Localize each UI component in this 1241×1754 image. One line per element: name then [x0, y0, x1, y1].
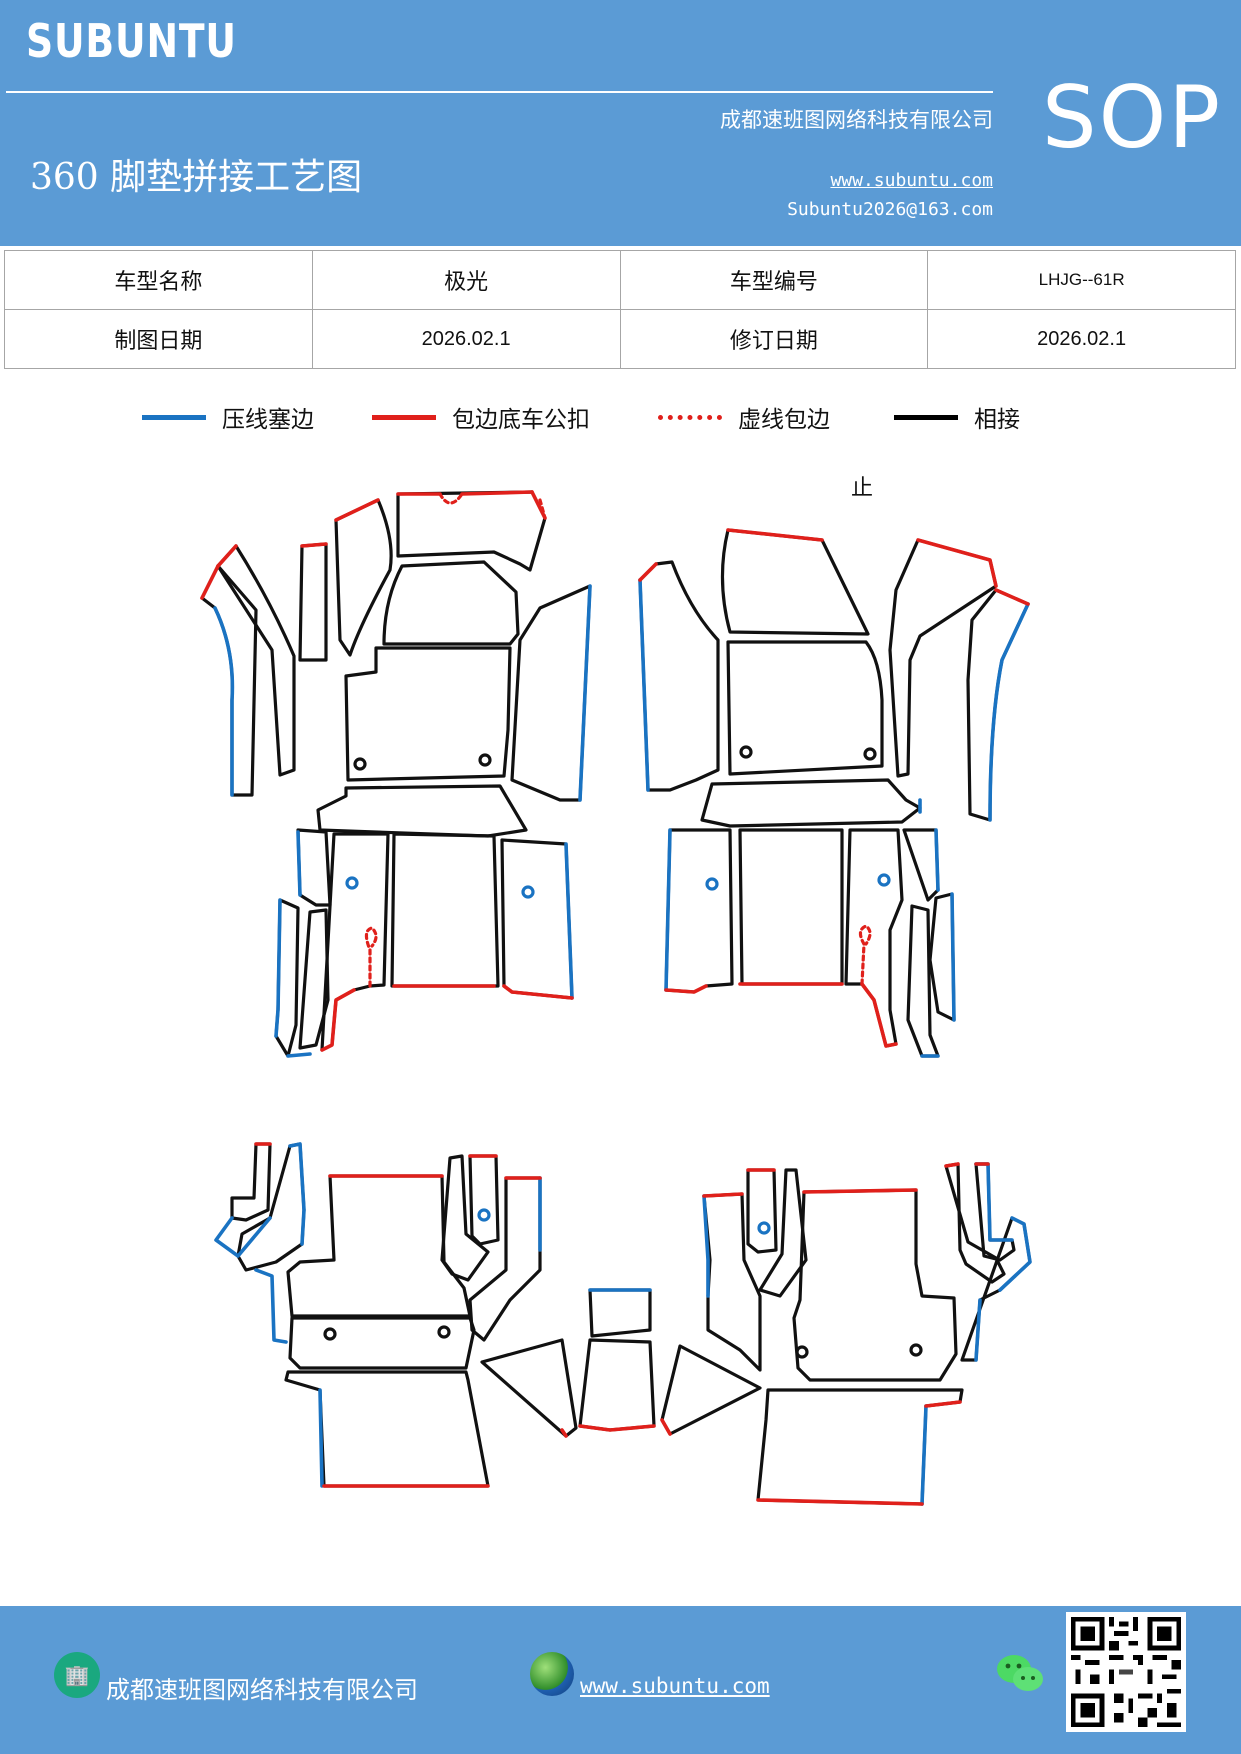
sop-label: SOP — [1042, 68, 1223, 168]
legend-swatch-dotted — [658, 414, 722, 420]
email-address: Subuntu2026@163.com — [787, 199, 993, 220]
legend-item-dotted: 虚线包边 — [658, 400, 830, 434]
globe-icon — [530, 1652, 574, 1696]
brand-logo: SUBUNTU — [26, 14, 237, 68]
model-code-label: 车型编号 — [619, 250, 929, 310]
legend-label: 相接 — [974, 407, 1020, 433]
draw-date-value: 2026.02.1 — [311, 309, 621, 369]
legend-label: 压线塞边 — [222, 407, 314, 433]
building-icon: 🏢 — [54, 1652, 100, 1698]
page-title: 360 脚垫拼接工艺图 — [30, 157, 363, 198]
draw-date-label: 制图日期 — [4, 309, 313, 369]
legend-label: 包边底车公扣 — [452, 407, 590, 433]
header-banner: SUBUNTU SOP 成都速班图网络科技有限公司 www.subuntu.co… — [0, 0, 1241, 246]
model-code-value: LHJG--61R — [927, 250, 1236, 310]
legend-item-red: 包边底车公扣 — [372, 400, 590, 434]
model-name-value: 极光 — [311, 250, 621, 310]
wechat-icon[interactable] — [995, 1652, 1045, 1696]
legend-swatch-blue — [142, 414, 206, 420]
header-divider — [6, 91, 993, 93]
table-row: 车型名称 极光 车型编号 LHJG--61R — [4, 250, 1236, 310]
revise-date-value: 2026.02.1 — [927, 309, 1236, 369]
qr-code-icon[interactable] — [1066, 1612, 1186, 1732]
website-link[interactable]: www.subuntu.com — [830, 170, 993, 191]
info-table: 车型名称 极光 车型编号 LHJG--61R 制图日期 2026.02.1 修订… — [4, 250, 1236, 369]
footer-website-link[interactable]: www.subuntu.com — [580, 1674, 770, 1698]
legend-item-black: 相接 — [894, 400, 1020, 434]
footer-company-name: 成都速班图网络科技有限公司 — [106, 1676, 418, 1704]
revise-date-label: 修订日期 — [619, 309, 929, 369]
stop-mark: 止 — [851, 476, 874, 501]
table-row: 制图日期 2026.02.1 修订日期 2026.02.1 — [4, 309, 1236, 369]
legend-item-blue: 压线塞边 — [142, 400, 314, 434]
legend-label: 虚线包边 — [738, 407, 830, 433]
model-name-label: 车型名称 — [4, 250, 313, 310]
legend-swatch-red — [372, 414, 436, 420]
legend-swatch-black — [894, 414, 958, 420]
company-name: 成都速班图网络科技有限公司 — [720, 108, 993, 132]
